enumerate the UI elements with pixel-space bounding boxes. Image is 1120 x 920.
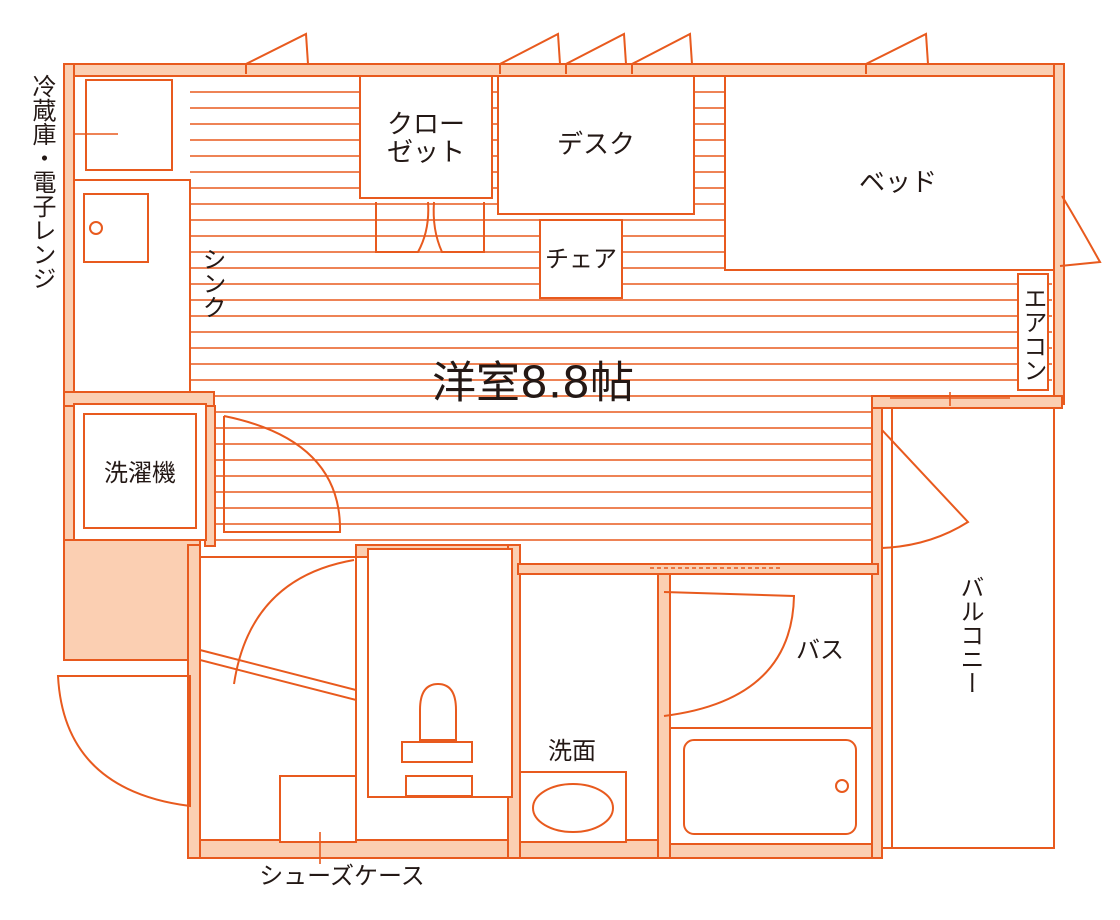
bath-door (663, 591, 796, 717)
balcony-area (881, 407, 1055, 849)
closet-door-right (432, 201, 485, 253)
label-washer: 洗濯機 (104, 459, 176, 487)
label-washbasin: 洗面 (548, 737, 596, 765)
shoe-case-box (279, 775, 357, 843)
label-balcony: バルコニー (956, 575, 984, 695)
washbasin-bowl (532, 783, 614, 833)
chair-box (539, 219, 623, 299)
closet-box (359, 75, 493, 199)
bathtub-inner (683, 739, 857, 835)
toilet-door-leaf (199, 648, 357, 702)
label-chair: チェア (545, 245, 617, 273)
label-sink: シンク (198, 247, 226, 319)
label-main-room: 洋室8.8帖 (432, 358, 634, 409)
toilet-tank (405, 775, 473, 797)
label-desk: デスク (557, 130, 635, 160)
wall-segment-7 (871, 395, 883, 859)
window-1 (245, 32, 309, 74)
window-2 (499, 32, 561, 74)
wall-segment-0 (63, 63, 1065, 77)
label-fridge: 冷蔵庫・電子レンジ (28, 74, 56, 290)
closet-door-left (375, 201, 430, 253)
window-4 (631, 32, 693, 74)
fridge-box (85, 79, 173, 171)
balcony-door (881, 429, 970, 549)
balcony-inner (891, 407, 1055, 849)
toilet-seat (401, 741, 473, 763)
label-shoe-case: シューズケース (259, 862, 425, 890)
toilet-bowl (419, 682, 457, 741)
label-closet-line1: クロー (387, 110, 465, 140)
entry-door (56, 675, 191, 808)
wall-segment-4 (63, 539, 201, 661)
bed-box (724, 75, 1055, 271)
label-closet-line2: ゼット (387, 138, 465, 168)
washer-inner (83, 413, 197, 529)
toilet-door-swing (233, 559, 355, 685)
stove-knob (89, 221, 103, 235)
room-door (223, 415, 342, 533)
desk-box (497, 75, 695, 215)
window-3 (565, 32, 627, 74)
fixtures (73, 75, 1055, 864)
aircon-box (1017, 273, 1049, 391)
label-aircon: エアコン (1019, 286, 1047, 382)
doors (56, 32, 1102, 808)
window-right (1059, 195, 1102, 267)
wall-segment-2 (1053, 63, 1065, 405)
label-bath: バス (796, 636, 844, 664)
bathtub-drain (835, 779, 849, 793)
label-bed: ベッド (859, 168, 937, 198)
window-5 (865, 32, 929, 74)
wall-segment-11 (517, 563, 879, 575)
